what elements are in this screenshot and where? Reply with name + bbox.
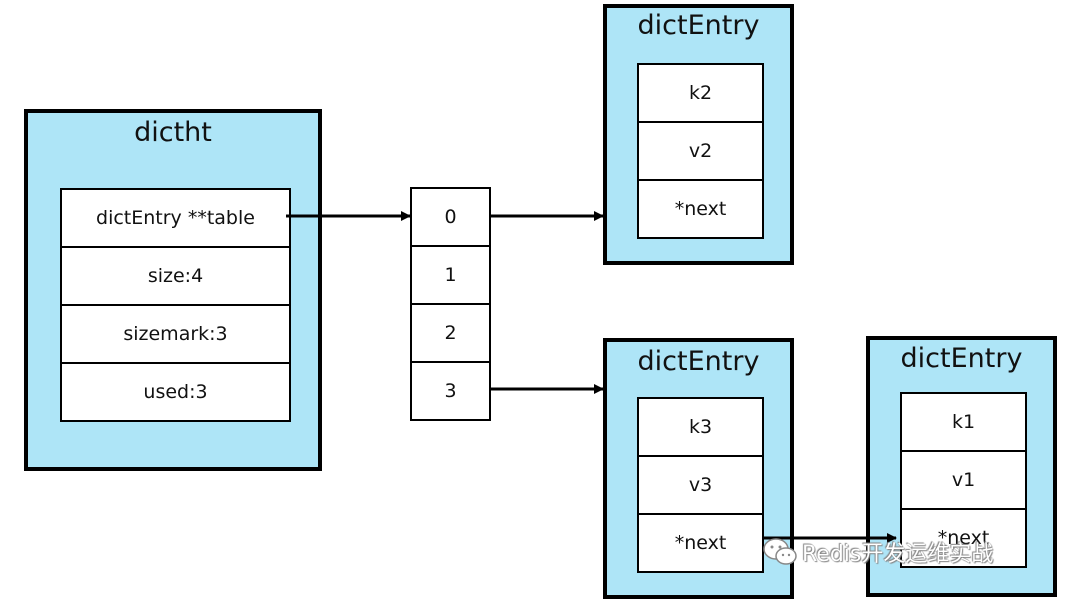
watermark: Redis开发运维实战 [762,536,993,568]
table-slot-3: 3 [410,361,491,421]
dictentry-k1-next: *next [900,508,1027,568]
dictentry-k2: dictEntry k2 v2 *next [603,4,794,265]
table-slot-2: 2 [410,303,491,363]
dictentry-k2-title: dictEntry [637,10,760,41]
dictht-field-used: used:3 [60,362,291,422]
watermark-text: Redis开发运维实战 [802,542,994,567]
dictentry-k1-title: dictEntry [900,343,1023,374]
dictentry-k1: dictEntry k1 v1 *next [866,336,1057,597]
wechat-icon [763,538,797,565]
dictentry-k3-next: *next [637,513,764,573]
dictentry-k2-next: *next [637,179,764,239]
dictht-struct: dictht dictEntry **table size:4 sizemark… [24,109,322,471]
dictht-field-size: size:4 [60,246,291,306]
dictentry-k3: dictEntry k3 v3 *next [603,338,794,599]
dictentry-k2-key: k2 [637,63,764,123]
dictentry-k3-title: dictEntry [637,346,760,377]
table-slot-0: 0 [410,187,491,247]
dictht-title: dictht [134,117,212,148]
